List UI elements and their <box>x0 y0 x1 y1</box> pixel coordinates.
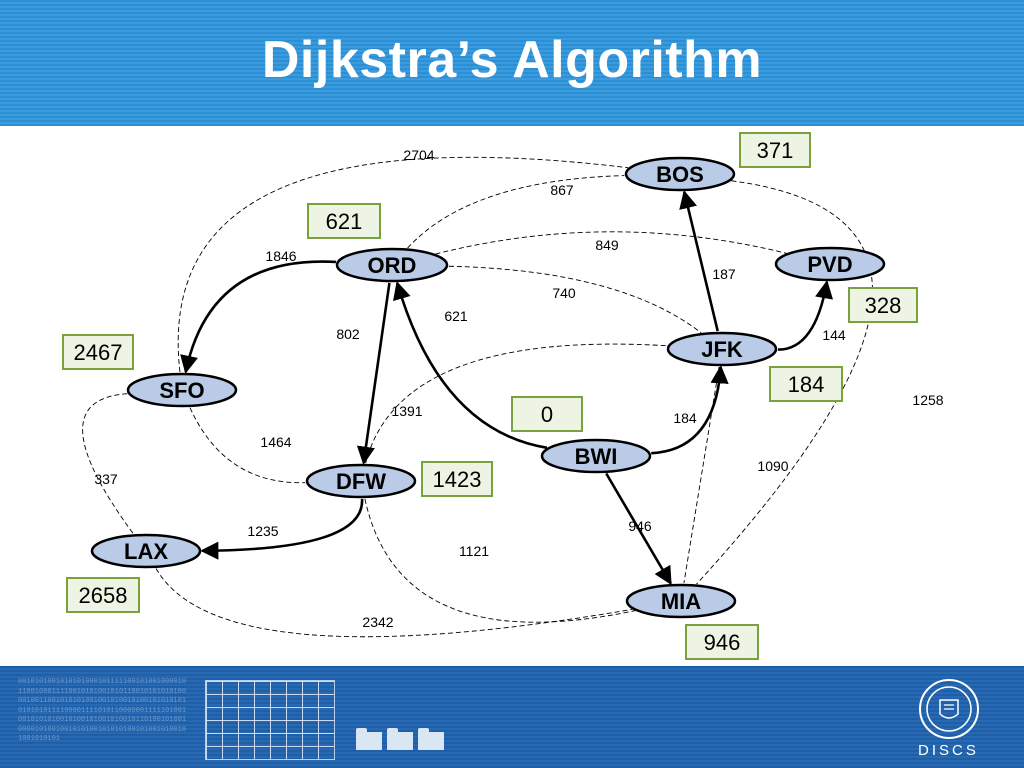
edge-weight-label: 144 <box>822 327 846 343</box>
edge-lax-mia <box>155 568 633 638</box>
distance-label: 621 <box>326 209 363 234</box>
edge-ord-bos <box>407 175 625 249</box>
edge-sfo-bos <box>177 156 629 373</box>
edge-weight-label: 2342 <box>362 614 393 630</box>
distance-box-bwi: 0 <box>511 396 583 432</box>
distance-label: 0 <box>541 402 553 427</box>
node-dfw: DFW <box>305 463 417 499</box>
edge-dfw-mia <box>364 498 636 623</box>
edge-sfo-lax <box>82 393 134 535</box>
folder-icon <box>387 728 413 750</box>
distance-box-mia: 946 <box>685 624 759 660</box>
distance-box-pvd: 328 <box>848 287 918 323</box>
node-jfk: JFK <box>666 331 778 367</box>
folder-icon <box>356 728 382 750</box>
seal-logo-icon <box>919 679 979 739</box>
slide-footer: 0010101001010101000101111100101001000010… <box>0 666 1024 768</box>
node-label: DFW <box>336 469 386 494</box>
edge-jfk-pvd <box>777 280 834 351</box>
edge-ord-sfo <box>180 260 337 374</box>
edge-weight-label: 2704 <box>403 147 434 163</box>
node-label: PVD <box>807 252 852 277</box>
edge-weight-label: 1090 <box>757 458 788 474</box>
grid-decoration <box>205 680 335 760</box>
node-bos: BOS <box>624 156 736 192</box>
edge-bwi-ord <box>393 281 548 450</box>
edge-weight-label: 1258 <box>912 392 943 408</box>
edge-weight-label: 867 <box>550 182 574 198</box>
distance-label: 2467 <box>74 340 123 365</box>
edge-dfw-jfk <box>365 343 668 464</box>
folder-icons <box>356 728 444 750</box>
edge-weight-label: 849 <box>595 237 619 253</box>
binary-pattern: 0010101001010101000101111100101001000010… <box>18 678 187 743</box>
discs-logo-text: DISCS <box>918 742 979 759</box>
edge-ord-dfw <box>356 282 391 465</box>
edge-weight-label: 1121 <box>459 543 489 559</box>
dijkstra-graph: 2704 867 849 187 740 1846 802 621 144 1258 184 1090… <box>62 132 944 660</box>
node-label: BOS <box>656 162 704 187</box>
node-label: MIA <box>661 589 701 614</box>
node-label: ORD <box>368 253 417 278</box>
node-lax: LAX <box>90 533 202 569</box>
distance-box-lax: 2658 <box>66 577 140 613</box>
distance-box-jfk: 184 <box>769 366 843 402</box>
edge-jfk-bos <box>679 190 719 332</box>
node-label: JFK <box>701 337 743 362</box>
distance-label: 184 <box>788 372 825 397</box>
slide-title: Dijkstra’s Algorithm <box>261 31 763 89</box>
edge-weight-label: 187 <box>712 266 736 282</box>
edge-bwi-mia <box>605 472 672 586</box>
node-bwi: BWI <box>540 438 652 474</box>
edge-weight-label: 1846 <box>265 248 296 264</box>
edge-ord-pvd <box>435 231 787 255</box>
distance-box-dfw: 1423 <box>421 461 493 497</box>
edge-weight-label: 1464 <box>260 434 291 450</box>
edge-sfo-dfw <box>189 407 306 484</box>
edge-weight-label: 621 <box>444 308 468 324</box>
edge-weight-label: 946 <box>628 518 652 534</box>
edge-weight-label: 1235 <box>247 523 278 539</box>
edge-jfk-mia <box>683 366 720 584</box>
edge-weight-label: 337 <box>94 471 118 487</box>
edge-ord-jfk <box>448 265 702 334</box>
distance-label: 328 <box>865 293 902 318</box>
node-mia: MIA <box>625 583 737 619</box>
edge-weight-label: 740 <box>552 285 576 301</box>
edge-dfw-lax <box>200 498 364 560</box>
distance-box-bos: 371 <box>739 132 811 168</box>
node-label: SFO <box>159 378 204 403</box>
distance-label: 946 <box>704 630 741 655</box>
distance-label: 371 <box>757 138 794 163</box>
node-sfo: SFO <box>126 372 238 408</box>
edge-weight-label: 184 <box>673 410 697 426</box>
slide-header: Dijkstra’s Algorithm <box>0 0 1024 126</box>
edge-bwi-jfk <box>651 365 729 455</box>
edge-weight-label: 802 <box>336 326 360 342</box>
node-ord: ORD <box>335 247 449 283</box>
node-label: BWI <box>575 444 618 469</box>
distance-box-sfo: 2467 <box>62 334 134 370</box>
edge-weight-label: 1391 <box>391 403 422 419</box>
distance-label: 1423 <box>433 467 482 492</box>
distance-box-ord: 621 <box>307 203 381 239</box>
folder-icon <box>418 728 444 750</box>
node-label: LAX <box>124 539 168 564</box>
node-pvd: PVD <box>774 246 886 282</box>
distance-label: 2658 <box>79 583 128 608</box>
